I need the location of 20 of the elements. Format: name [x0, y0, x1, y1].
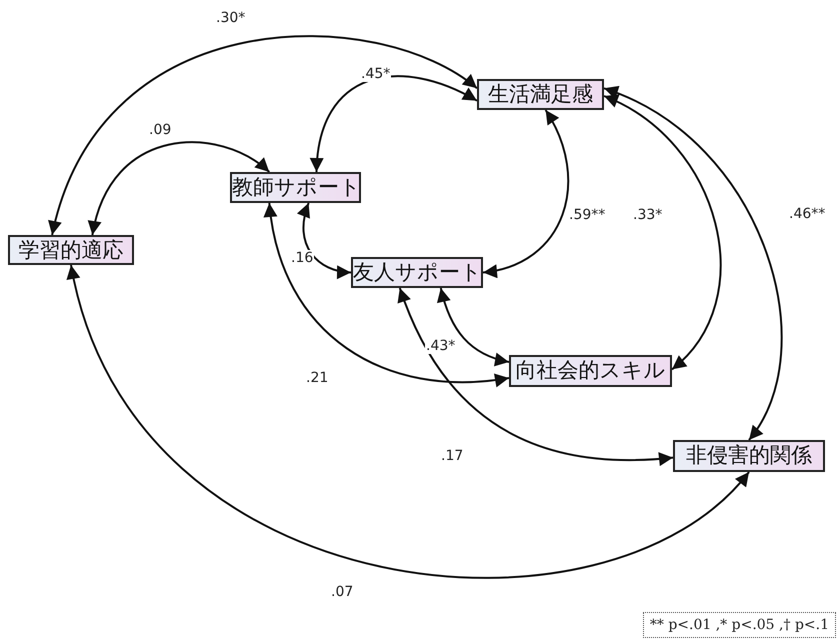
edge-label: .45* [360, 66, 392, 82]
double-headed-arrow [482, 110, 570, 277]
double-headed-arrow [604, 87, 782, 441]
double-headed-arrow [264, 202, 510, 387]
variable-box: 友人サポート [351, 257, 483, 288]
double-headed-arrow [298, 202, 352, 278]
variable-box: 教師サポート [230, 172, 361, 203]
double-headed-arrow [437, 288, 510, 366]
significance-note: ** p<.01 ,* p<.05 ,† p<.1 [642, 612, 836, 638]
variable-box: 生活満足感 [477, 79, 604, 110]
double-headed-arrow [68, 264, 750, 578]
variable-box: 学習的適応 [8, 235, 134, 265]
double-headed-arrow [604, 95, 722, 370]
double-headed-arrow [88, 141, 270, 236]
edge-label: .43* [425, 338, 456, 354]
double-headed-arrow [310, 75, 478, 172]
double-headed-arrow [50, 36, 478, 236]
double-headed-arrow [398, 288, 674, 466]
variable-box: 向社会的スキル [509, 355, 672, 387]
variable-box: 非侵害的関係 [673, 440, 825, 472]
